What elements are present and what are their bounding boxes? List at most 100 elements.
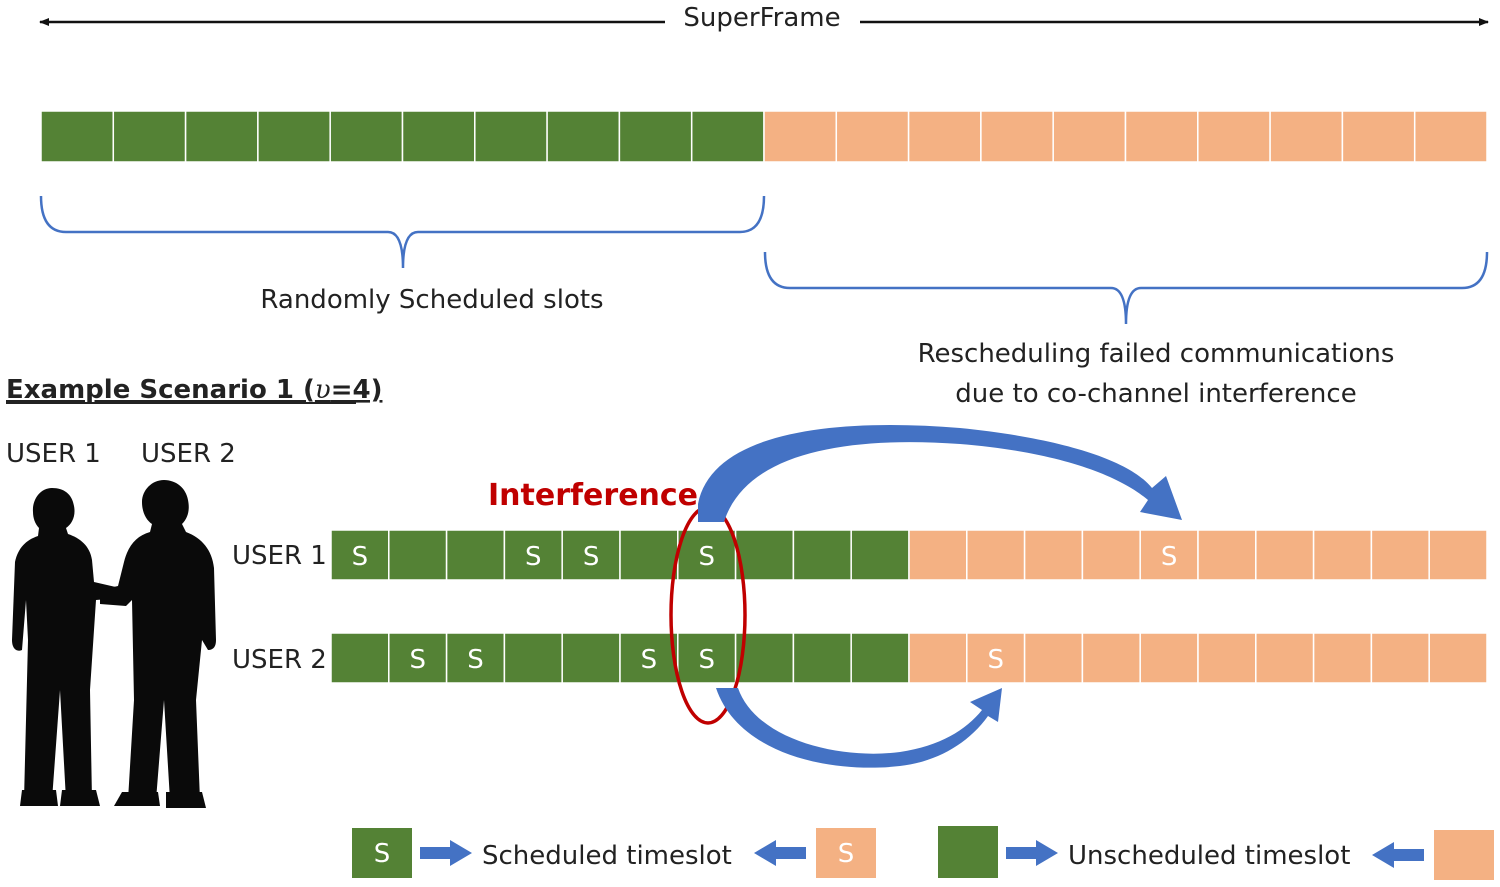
reschedule-arrow-user2 [716,688,1002,768]
user2-orange-slot [1139,632,1199,684]
superframe-orange-slot [1052,110,1127,163]
superframe-green-slot [257,110,331,163]
superframe-orange-slot [835,110,910,163]
superframe-green-slot [690,110,765,163]
superframe-bar [40,110,1488,163]
legend-scheduled-green-letter: S [374,839,391,869]
user2-orange-slot [1081,632,1141,684]
user2-orange-slot [1023,632,1084,684]
user1-orange-slot [908,529,968,581]
user1-orange-slot [1312,529,1373,581]
user1-orange-slot [1081,529,1141,581]
user1-green-slot [445,529,506,581]
superframe-green-slot [329,110,404,163]
superframe-green-slot [474,110,548,163]
user2-green-slot [619,632,679,684]
user1-green-slot [792,529,852,581]
user1-green-slot [388,529,448,581]
user2-orange-slot [1428,632,1488,684]
superframe-green-slot [546,110,621,163]
user2-orange-slot [908,632,968,684]
rescheduling-label-line1: Rescheduling failed communications [918,339,1395,369]
handshake-silhouette-icon [12,480,216,808]
user1-green-slot [677,529,737,581]
user2-scheduled-slot-letter: S [641,645,658,675]
user2-scheduled-slot-letter: S [987,645,1004,675]
user1-green-slot [503,529,563,581]
legend-scheduled-orange-letter: S [838,839,855,869]
user2-orange-slot [1255,632,1315,684]
superframe-green-slot [184,110,259,163]
user1-green-slot [734,529,795,581]
rescheduling-bracket [763,251,1489,325]
user2-green-slot [330,632,390,684]
user1-orange-slot [1428,529,1488,581]
user1-scheduled-slot-letter: S [583,542,600,572]
user2-green-slot [792,632,852,684]
legend-arrow-left-icon [754,840,806,866]
user2-green-slot [503,632,563,684]
user1-green-slot [619,529,679,581]
legend-arrow-right-icon [420,840,472,866]
superframe-label: SuperFrame [683,3,840,33]
user1-orange-slot [1370,529,1430,581]
superframe-green-slot [112,110,187,163]
superframe-green-slot [618,110,693,163]
user1-green-slot [850,529,910,581]
superframe-orange-slot [763,110,838,163]
legend: S Scheduled timeslot S Unscheduled times… [352,826,1494,880]
user1-orange-slot [1255,529,1315,581]
legend-unscheduled-orange-swatch [1434,830,1494,880]
legend-scheduled-label: Scheduled timeslot [482,841,732,871]
scheduled-slots-label: Randomly Scheduled slots [260,285,603,315]
superframe-green-slot [401,110,476,163]
user1-caption: USER 1 [6,439,101,469]
user2-green-slot [850,632,910,684]
user1-scheduled-slot-letter: S [698,542,715,572]
user1-green-slot [561,529,621,581]
user2-orange-slot [1312,632,1373,684]
interference-label: Interference [488,478,698,513]
superframe-orange-slot [1413,110,1488,163]
user2-scheduled-slot-letter: S [409,645,426,675]
superframe-orange-slot [1269,110,1344,163]
user2-green-slot [388,632,448,684]
user2-green-slot [677,632,737,684]
scheduled-slots-bracket [39,195,766,269]
user1-scheduled-slot-letter: S [1161,542,1178,572]
rescheduling-label-line2: due to co-channel interference [955,379,1356,409]
user2-scheduled-slot-letter: S [698,645,715,675]
user1-scheduled-slot-letter: S [525,542,542,572]
scenario-title: Example Scenario 1 (υ=4) [6,375,382,405]
user2-orange-slot [966,632,1026,684]
superframe-orange-slot [1341,110,1416,163]
user1-green-slot [330,529,390,581]
user1-scheduled-slot-letter: S [352,542,369,572]
user2-caption: USER 2 [141,439,236,469]
legend-unscheduled-label: Unscheduled timeslot [1068,841,1350,871]
legend-scheduled-orange-swatch [816,828,876,878]
row-label-user2: USER 2 [232,645,327,675]
user2-scheduled-slot-letter: S [467,645,484,675]
user2-orange-slot [1370,632,1430,684]
superframe-orange-slot [907,110,982,163]
superframe-green-slot [40,110,115,163]
row-label-user1: USER 1 [232,541,327,571]
legend-arrow-right-icon [1006,840,1058,866]
legend-unscheduled-green-swatch [938,826,998,878]
user1-orange-slot [1023,529,1084,581]
superframe-orange-slot [1197,110,1271,163]
user1-orange-slot [1139,529,1199,581]
user2-orange-slot [1197,632,1257,684]
user2-green-slot [561,632,621,684]
reschedule-arrow-user1 [698,424,1182,522]
superframe-orange-slot [980,110,1054,163]
user1-orange-slot [966,529,1026,581]
user1-orange-slot [1197,529,1257,581]
legend-arrow-left-icon [1372,842,1424,868]
superframe-orange-slot [1124,110,1199,163]
legend-scheduled-green-swatch [352,828,412,878]
